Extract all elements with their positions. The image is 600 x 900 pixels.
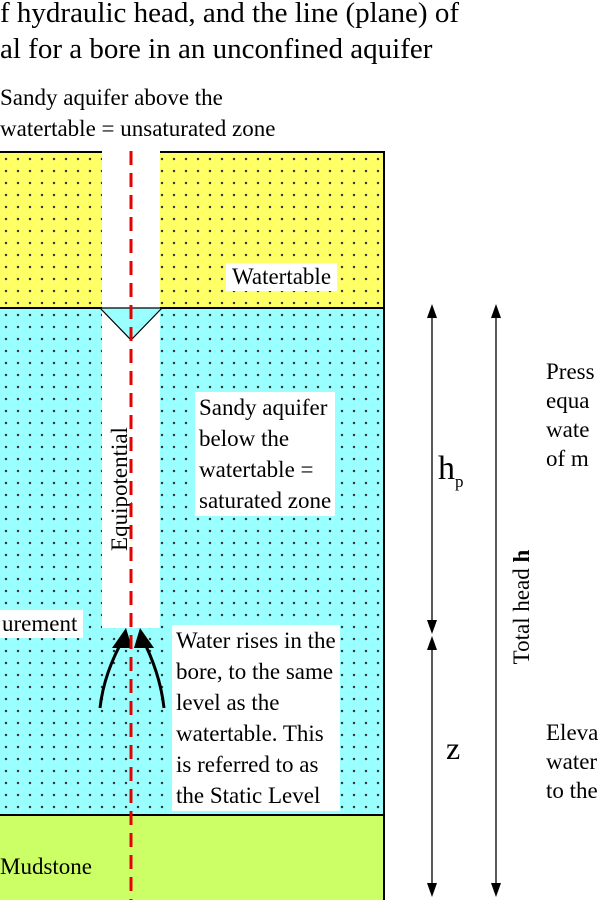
total-head-arrow-bottom bbox=[491, 883, 501, 897]
total-head-bold: h bbox=[509, 549, 534, 563]
water-rises-line-4: watertable. This bbox=[176, 721, 324, 746]
water-rises-line-1: Water rises in the bbox=[176, 628, 336, 653]
saturated-label-line-3: watertable = bbox=[199, 457, 314, 482]
water-rises-label: Water rises in the bore, to the same lev… bbox=[172, 625, 340, 811]
water-rises-line-3: level as the bbox=[176, 690, 280, 715]
saturated-label-line-2: below the bbox=[199, 426, 290, 451]
total-head-arrow-top bbox=[491, 304, 501, 318]
elevation-caption: Eleva water to the bbox=[546, 718, 598, 805]
elevation-caption-line-2: water bbox=[546, 749, 598, 774]
total-head-label: Total head h bbox=[508, 517, 536, 697]
saturated-label-line-4: saturated zone bbox=[199, 488, 332, 513]
mudstone-layer bbox=[0, 814, 385, 900]
unsaturated-caption-line-2: watertable = unsaturated zone bbox=[0, 116, 276, 141]
total-head-text: Total head bbox=[509, 562, 534, 665]
pressure-caption-line-1: Press bbox=[546, 359, 595, 384]
pressure-caption-line-2: equa bbox=[546, 388, 590, 413]
pressure-caption: Press equa wate of m bbox=[546, 357, 595, 473]
elevation-caption-line-1: Eleva bbox=[546, 720, 599, 745]
saturated-label-line-1: Sandy aquifer bbox=[199, 395, 328, 420]
hp-arrow-top bbox=[427, 304, 437, 318]
z-arrow-top bbox=[427, 636, 437, 650]
rise-arrow-left-head bbox=[112, 628, 132, 648]
water-rises-line-5: is referred to as bbox=[176, 752, 319, 777]
rise-arrow-right-head bbox=[134, 628, 154, 648]
hp-label: hp bbox=[438, 450, 464, 501]
pressure-caption-line-4: of m bbox=[546, 446, 589, 471]
water-rises-line-6: the Static Level bbox=[176, 783, 321, 808]
water-rises-line-2: bore, to the same bbox=[176, 659, 334, 684]
hp-label-sub: p bbox=[455, 471, 464, 491]
hp-label-main: h bbox=[438, 450, 455, 487]
title-line-2: al for a bore in an unconfined aquifer bbox=[0, 33, 433, 65]
pressure-caption-line-3: wate bbox=[546, 417, 590, 442]
title-line-1: f hydraulic head, and the line (plane) o… bbox=[0, 0, 459, 29]
hp-arrow-bottom bbox=[427, 620, 437, 634]
watertable-label: Watertable bbox=[226, 263, 338, 291]
mudstone-label: Mudstone bbox=[0, 854, 92, 879]
unsaturated-caption-line-1: Sandy aquifer above the bbox=[0, 85, 223, 110]
saturated-label: Sandy aquifer below the watertable = sat… bbox=[195, 392, 336, 516]
measurement-label: urement bbox=[0, 610, 84, 638]
z-label: z bbox=[446, 730, 461, 766]
z-arrow-bottom bbox=[427, 883, 437, 897]
elevation-caption-line-3: to the bbox=[546, 778, 598, 803]
